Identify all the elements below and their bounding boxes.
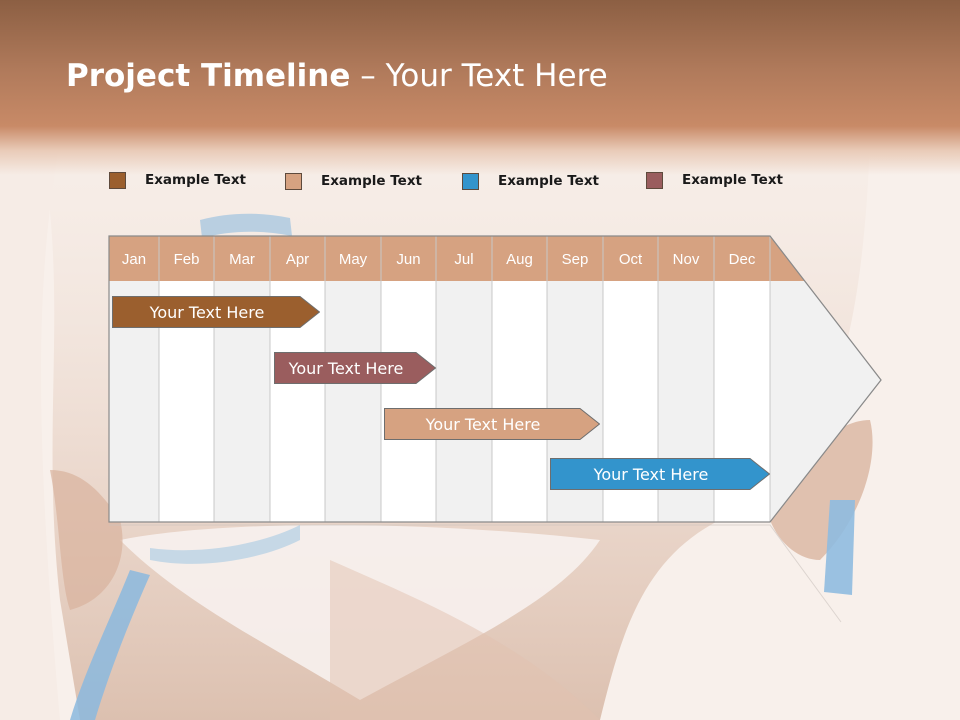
bar-arrow-shape <box>274 352 436 384</box>
legend-swatch <box>109 171 126 189</box>
legend-label: Example Text <box>498 173 599 189</box>
bar-arrow-shape <box>384 408 600 440</box>
legend-swatch <box>462 172 479 190</box>
bar-label: Your Text Here <box>593 464 709 484</box>
legend-label: Example Text <box>145 172 246 188</box>
timeline-bar[interactable]: Your Text Here <box>274 352 436 384</box>
bar-arrow-path <box>274 352 436 384</box>
legend-label: Example Text <box>321 173 422 189</box>
timeline-bar[interactable]: Your Text Here <box>550 458 770 490</box>
slide-title: Project Timeline – Your Text Here <box>66 58 608 94</box>
timeline-bar[interactable]: Your Text Here <box>112 296 320 328</box>
title-band <box>0 0 960 175</box>
bar-label: Your Text Here <box>149 302 265 322</box>
legend-item-4: Example Text <box>646 169 783 191</box>
bar-arrow-shape <box>112 296 320 328</box>
bar-label: Your Text Here <box>425 414 541 434</box>
bar-label: Your Text Here <box>288 358 404 378</box>
title-rest: – Your Text Here <box>350 58 608 94</box>
bar-arrow-path <box>550 458 770 490</box>
legend-item-1: Example Text <box>109 169 246 191</box>
legend-swatch <box>285 172 302 190</box>
legend-swatch <box>646 171 663 189</box>
legend-item-2: Example Text <box>285 170 422 192</box>
bar-arrow-shape <box>550 458 770 490</box>
bar-arrow-path <box>384 408 600 440</box>
title-bold: Project Timeline <box>66 58 351 94</box>
timeline-bar[interactable]: Your Text Here <box>384 408 600 440</box>
legend-label: Example Text <box>682 172 783 188</box>
bar-arrow-path <box>112 296 320 328</box>
legend-item-3: Example Text <box>462 170 599 192</box>
